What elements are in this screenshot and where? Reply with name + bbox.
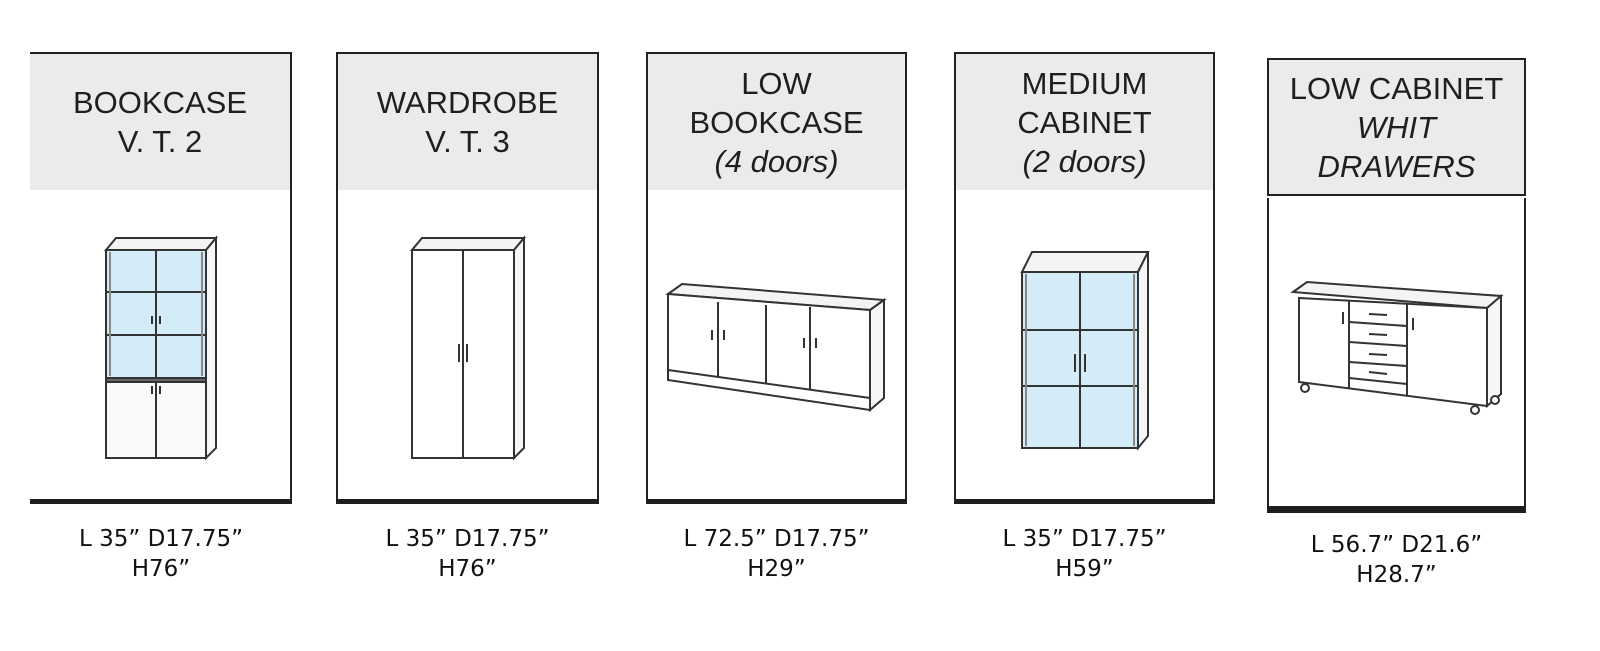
bookcase-icon [103, 235, 219, 461]
low-cabinet-dims-line-2: H28.7” [1356, 562, 1437, 588]
wardrobe-icon [409, 235, 527, 461]
low-cabinet-title-line-3: DRAWERS [1317, 148, 1476, 184]
low-cabinet-image-panel [1267, 198, 1526, 513]
low-bookcase-dimensions: L 72.5” D17.75” H29” [646, 524, 907, 584]
wardrobe-title-line-2: V. T. 3 [425, 124, 510, 159]
bookcase-image-panel [30, 190, 292, 504]
low-bookcase-title-line-1: LOW [741, 65, 812, 101]
low-bookcase-dims-line-1: L 72.5” D17.75” [683, 526, 870, 552]
bookcase-title-line-2: V. T. 2 [117, 124, 203, 159]
bookcase-dims-line-2: H76” [131, 556, 191, 582]
wardrobe-dims-line-2: H76” [438, 556, 497, 582]
wardrobe-dims-line-1: L 35” D17.75” [385, 526, 550, 552]
low-bookcase-title-line-2: BOOKCASE [689, 104, 864, 140]
bookcase-dimensions: L 35” D17.75” H76” [30, 524, 292, 584]
low-cabinet-drawers-icon [1290, 280, 1504, 415]
medium-cabinet-icon [1020, 251, 1150, 451]
medium-cabinet-dims-line-2: H59” [1055, 556, 1114, 582]
low-cabinet-title: LOW CABINET WHIT DRAWERS [1267, 58, 1526, 196]
medium-cabinet-image-panel [954, 190, 1215, 504]
medium-cabinet-dims-line-1: L 35” D17.75” [1002, 526, 1167, 552]
wardrobe-title: WARDROBE V. T. 3 [336, 52, 599, 192]
medium-cabinet-title-line-3: (2 doors) [1022, 143, 1147, 179]
low-cabinet-title-line-1: LOW CABINET [1289, 70, 1504, 106]
wardrobe-image-panel [336, 190, 599, 504]
wardrobe-dimensions: L 35” D17.75” H76” [336, 524, 599, 584]
low-cabinet-dims-line-1: L 56.7” D21.6” [1310, 532, 1483, 558]
wardrobe-title-line-1: WARDROBE [376, 85, 559, 120]
bookcase-dims-line-1: L 35” D17.75” [78, 526, 244, 552]
medium-cabinet-title-line-1: MEDIUM [1021, 65, 1148, 101]
low-cabinet-title-line-2: WHIT [1356, 109, 1437, 145]
medium-cabinet-title-line-2: CABINET [1017, 104, 1152, 140]
low-bookcase-dims-line-2: H29” [747, 556, 806, 582]
low-bookcase-title-line-3: (4 doors) [714, 143, 839, 179]
low-bookcase-title: LOW BOOKCASE (4 doors) [646, 52, 907, 192]
bookcase-title-line-1: BOOKCASE [73, 85, 247, 120]
low-bookcase-image-panel [646, 190, 907, 504]
medium-cabinet-title: MEDIUM CABINET (2 doors) [954, 52, 1215, 192]
low-bookcase-icon [665, 282, 887, 413]
medium-cabinet-dimensions: L 35” D17.75” H59” [954, 524, 1215, 584]
bookcase-title: BOOKCASE V. T. 2 [30, 52, 292, 192]
low-cabinet-dimensions: L 56.7” D21.6” H28.7” [1267, 530, 1526, 590]
